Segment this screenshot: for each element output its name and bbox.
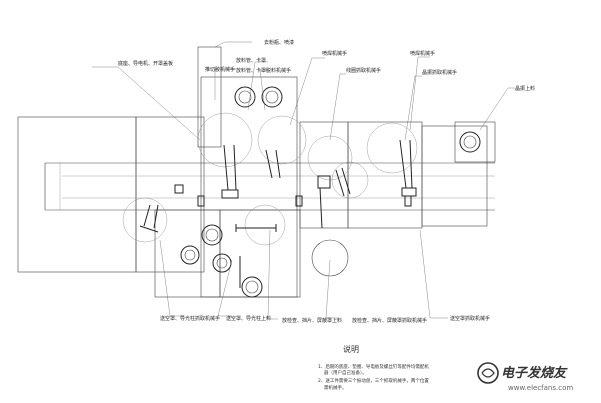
leader-lines bbox=[92, 41, 515, 320]
label-right-far: 晶振上料 bbox=[515, 85, 535, 92]
station-labels: 底座、导电机、开罩盖板 去粉瓶、喷漆 推切胶机械手 放料管、卡罩 放料管、卡罩脱… bbox=[118, 39, 535, 324]
watermark-logo-icon bbox=[477, 362, 499, 384]
notes-line-2b: 需机械手。 bbox=[324, 384, 347, 391]
watermark: 电子发烧友 www.elecfans.com bbox=[477, 362, 573, 392]
label-mid-station2: 线圈抓取机械手 bbox=[346, 67, 381, 74]
label-top-center: 去粉瓶、喷漆 bbox=[264, 39, 294, 46]
watermark-main: 电子发烧友 bbox=[501, 365, 568, 381]
label-bottom-2: 送空罩、导光柱上料 bbox=[226, 315, 271, 322]
label-left-station-a: 推切胶机械手 bbox=[205, 66, 235, 73]
watermark-sub: www.elecfans.com bbox=[508, 384, 573, 392]
label-mid-station: 喷焊机械手 bbox=[322, 50, 347, 57]
notes-line-1: 1、后期的底座、垫圈、导电板及螺丝钉等配件均需配机 bbox=[318, 363, 429, 370]
feeder-bowls bbox=[180, 86, 481, 298]
label-belt: 底座、导电机、开罩盖板 bbox=[118, 60, 173, 67]
label-bottom-1: 送空罩、导光柱抓取机械手 bbox=[160, 315, 220, 322]
label-right-station: 喷焊机械手 bbox=[410, 50, 435, 57]
label-right-station2: 晶振抓取机械手 bbox=[422, 69, 457, 76]
label-bottom-5: 送空罩抓取机械手 bbox=[450, 315, 490, 322]
label-bottom-4: 放检查、挡片、屏蔽罩抓取机械手 bbox=[352, 317, 427, 324]
rotary-tracks bbox=[122, 112, 418, 246]
label-bottom-3: 放检查、挡片、屏蔽罩上料 bbox=[282, 317, 342, 324]
label-left-station-b: 放料管、卡罩 bbox=[236, 57, 266, 64]
notes-line-2: 2、送工件需要三个振动盘，三个抓取机械手，两个位置 bbox=[318, 377, 429, 384]
notes-title: 说明 bbox=[343, 344, 359, 354]
label-left-station-b2: 放料管、卡罩脱料机械手 bbox=[236, 67, 291, 74]
notes-line-1b: 器（用户自己准备）。 bbox=[324, 369, 367, 376]
robot-arms bbox=[139, 139, 417, 288]
notes-block: 说明 1、后期的底座、垫圈、导电板及螺丝钉等配件均需配机 器（用户自己准备）。 … bbox=[318, 344, 429, 391]
